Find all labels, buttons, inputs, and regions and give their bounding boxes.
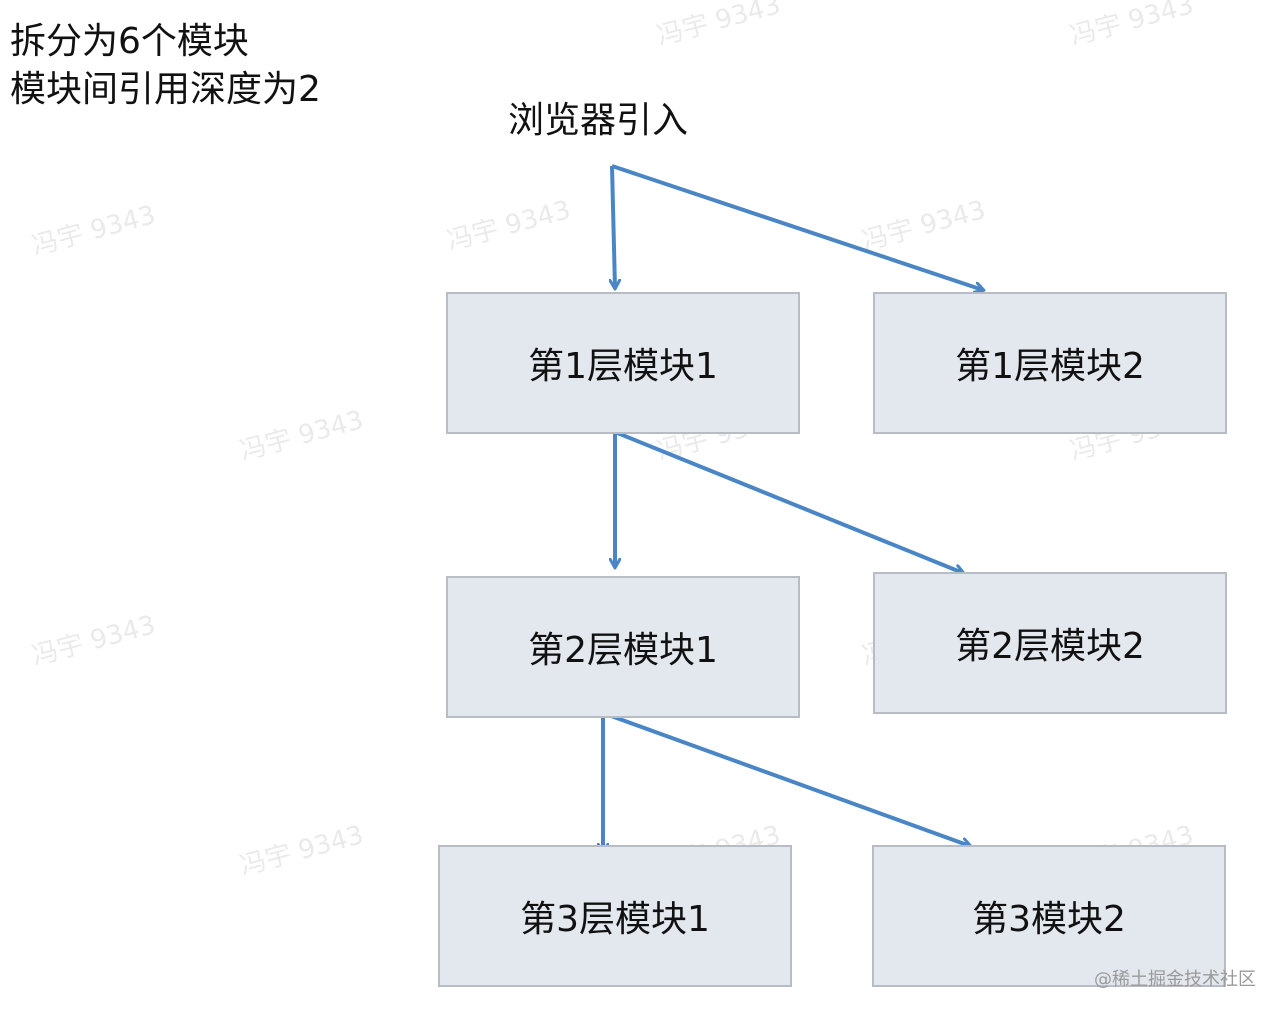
module-label: 第1层模块2 bbox=[955, 346, 1145, 387]
module-label: 第3层模块1 bbox=[520, 899, 710, 940]
module-l3-1: 第3层模块1 bbox=[438, 845, 792, 987]
browser-entry-label: 浏览器引入 bbox=[508, 100, 689, 141]
module-label: 第1层模块1 bbox=[528, 346, 718, 387]
module-l3-2: 第3模块2 bbox=[872, 845, 1226, 987]
heading-line-1: 拆分为6个模块 bbox=[10, 21, 249, 62]
module-l2-2: 第2层模块2 bbox=[873, 572, 1227, 714]
module-l1-2: 第1层模块2 bbox=[873, 292, 1227, 434]
arrow-l2-to-l3-m2 bbox=[602, 711, 970, 846]
source-credit: @稀土掘金技术社区 bbox=[1094, 969, 1256, 990]
module-l1-1: 第1层模块1 bbox=[446, 292, 800, 434]
heading-line-2: 模块间引用深度为2 bbox=[10, 69, 321, 110]
module-label: 第2层模块2 bbox=[955, 626, 1145, 667]
module-label: 第2层模块1 bbox=[528, 630, 718, 671]
arrow-l1-to-l2-m2 bbox=[614, 430, 963, 573]
arrow-root-to-l1-m1 bbox=[612, 165, 615, 288]
arrow-root-to-l1-m2 bbox=[611, 164, 983, 290]
module-l2-1: 第2层模块1 bbox=[446, 576, 800, 718]
module-label: 第3模块2 bbox=[972, 899, 1126, 940]
